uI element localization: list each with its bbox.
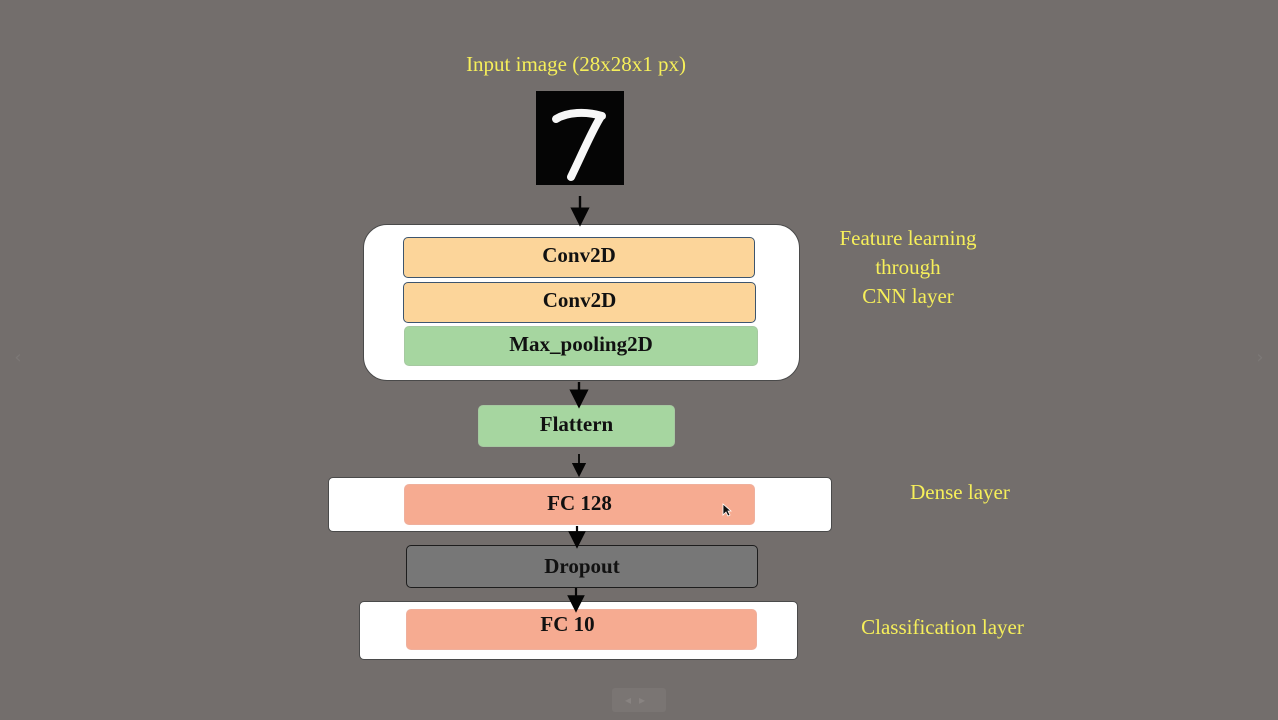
feature-learning-label: Feature learning through CNN layer (808, 224, 1008, 311)
flatten-layer: Flattern (478, 405, 675, 447)
playback-controls-icon[interactable]: ◂▸ (612, 688, 666, 712)
feature-learning-line-2: through (875, 255, 941, 279)
fc-128-layer: FC 128 (404, 484, 755, 525)
input-digit-image: 7 (536, 91, 624, 185)
input-image-title: Input image (28x28x1 px) (466, 52, 686, 76)
conv2d-layer-2: Conv2D (403, 282, 756, 323)
classification-layer-label: Classification layer (861, 615, 1024, 639)
mouse-pointer-icon (722, 503, 733, 517)
feature-learning-line-1: Feature learning (839, 226, 977, 250)
dense-layer-label: Dense layer (910, 480, 1010, 504)
dropout-layer: Dropout (406, 545, 758, 588)
chevron-right-icon[interactable]: › (1256, 347, 1264, 368)
conv2d-layer-1: Conv2D (403, 237, 755, 278)
input-digit-label: 7 (536, 91, 544, 95)
max-pooling-layer: Max_pooling2D (404, 326, 758, 366)
chevron-left-icon[interactable]: ‹ (14, 347, 22, 368)
fc-10-layer: FC 10 (406, 609, 757, 650)
feature-learning-line-3: CNN layer (862, 284, 954, 308)
